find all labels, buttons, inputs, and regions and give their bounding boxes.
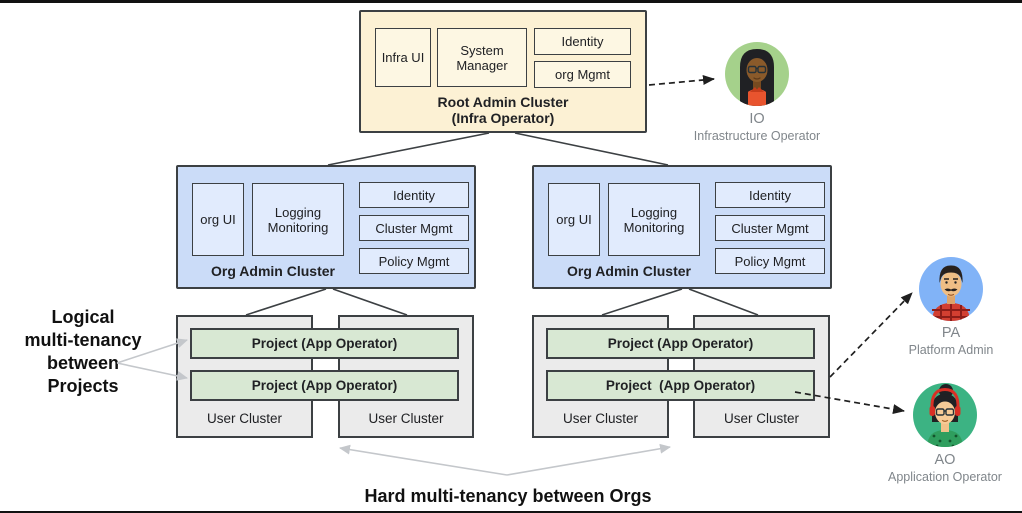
root-admin-cluster-box: Infra UI System Manager Identity org Mgm… <box>359 10 647 133</box>
user-cluster-label: User Cluster <box>723 411 799 426</box>
project-bar: Project (App Operator) <box>190 370 459 401</box>
annotation-line: between <box>46 353 120 373</box>
annotation-line: Projects <box>47 376 119 396</box>
policy-mgmt-box: Policy Mgmt <box>715 248 825 274</box>
top-border-bar <box>0 0 1022 3</box>
bottom-border-bar <box>0 511 1022 513</box>
root-cluster-title-line2: (Infra Operator) <box>451 110 555 126</box>
cluster-mgmt-box: Cluster Mgmt <box>715 215 825 241</box>
io-avatar-icon <box>725 42 789 106</box>
user-cluster-label: User Cluster <box>562 411 638 426</box>
cluster-mgmt-box: Cluster Mgmt <box>359 215 469 241</box>
pa-avatar-icon <box>919 257 983 321</box>
pa-role-label: Platform Admin <box>908 343 994 357</box>
identity-box: Identity <box>715 182 825 208</box>
org-mgmt-box: org Mgmt <box>534 61 631 88</box>
ao-abbr-label: AO <box>934 452 956 468</box>
infra-ui-box: Infra UI <box>375 28 431 87</box>
project-bar: Project (App Operator) <box>546 328 815 359</box>
identity-box: Identity <box>359 182 469 208</box>
org-cluster-title: Org Admin Cluster <box>567 263 691 279</box>
org-cluster-title: Org Admin Cluster <box>211 263 335 279</box>
project-bar: Project (App Operator) <box>546 370 815 401</box>
policy-mgmt-box: Policy Mgmt <box>359 248 469 274</box>
project-bar: Project (App Operator) <box>190 328 459 359</box>
identity-box: Identity <box>534 28 631 55</box>
logging-monitoring-box: Logging Monitoring <box>252 183 344 256</box>
io-role-label: Infrastructure Operator <box>693 129 821 143</box>
pa-abbr-label: PA <box>941 325 961 341</box>
system-manager-box: System Manager <box>437 28 527 87</box>
org-admin-cluster-right-box: org UI Logging Monitoring Identity Clust… <box>532 165 832 289</box>
org-ui-box: org UI <box>192 183 244 256</box>
io-abbr-label: IO <box>749 111 765 127</box>
ao-role-label: Application Operator <box>888 470 1002 484</box>
org-ui-box: org UI <box>548 183 600 256</box>
org-admin-cluster-left-box: org UI Logging Monitoring Identity Clust… <box>176 165 476 289</box>
annotation-line: Logical <box>51 307 115 327</box>
ao-avatar-icon <box>913 383 977 447</box>
logging-monitoring-box: Logging Monitoring <box>608 183 700 256</box>
root-cluster-title-line1: Root Admin Cluster <box>437 94 569 110</box>
hard-multitenancy-label: Hard multi-tenancy between Orgs <box>364 486 652 506</box>
annotation-line: multi-tenancy <box>24 330 142 350</box>
user-cluster-label: User Cluster <box>368 411 444 426</box>
logical-multitenancy-label: Logical multi-tenancy between Projects <box>0 306 166 398</box>
user-cluster-label: User Cluster <box>206 411 282 426</box>
root-cluster-title: Root Admin Cluster (Infra Operator) <box>361 94 645 126</box>
